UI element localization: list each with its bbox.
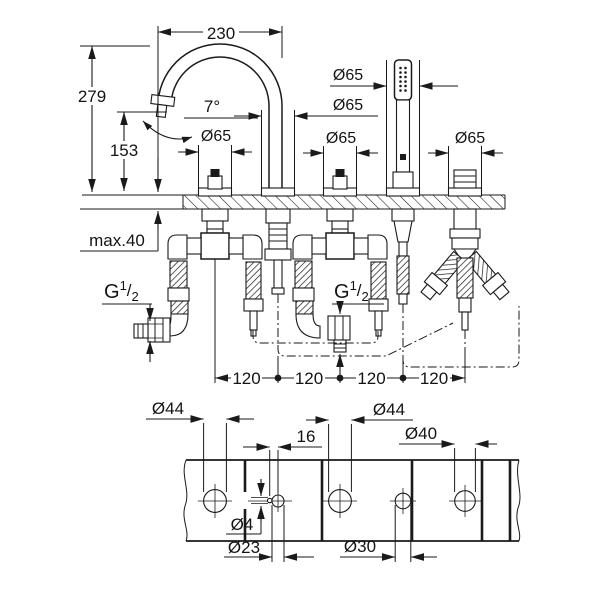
dim-hole-1: Ø44 <box>152 399 184 418</box>
dim-rosette-handle-left: Ø65 <box>201 128 231 145</box>
diverter-knob <box>453 169 477 189</box>
dim-hole-3: Ø44 <box>373 400 405 419</box>
hole-5 <box>449 485 481 517</box>
handle-left-stub <box>207 169 223 190</box>
dim-279-label: 279 <box>78 87 106 106</box>
hole-3 <box>323 484 357 518</box>
elevation-dimensions: 230 279 153 7° max.40 Ø65 Ø65 <box>72 23 503 388</box>
handshower-hose <box>391 208 415 305</box>
dim-spacing-1: 120 <box>232 369 260 388</box>
dim-hole-2: Ø23 <box>228 538 260 557</box>
dim-spacing-3: 120 <box>357 369 385 388</box>
valve-body-right <box>292 208 389 353</box>
dim-pilot-hole: Ø4 <box>231 515 254 534</box>
dim-hole-5: Ø40 <box>405 424 437 443</box>
dim-rosette-diverter: Ø65 <box>455 130 485 147</box>
valve-body-left <box>133 208 264 343</box>
dim-rosette-spout: Ø65 <box>333 97 363 114</box>
plan-dimensions: Ø44 Ø44 Ø40 16 Ø4 Ø23 <box>146 399 497 562</box>
deck-plan-view <box>183 459 521 542</box>
dim-spacing-2: 120 <box>295 369 323 388</box>
thread-label-left: G1/2 <box>104 278 139 304</box>
handshower-wand <box>392 59 414 189</box>
pilot-hole <box>266 497 273 504</box>
dim-pilot-offset: 16 <box>297 427 316 446</box>
dim-rosette-handshower: Ø65 <box>333 67 363 84</box>
hole-4 <box>390 488 416 514</box>
spray-dots <box>399 66 407 92</box>
deck-section-elevation <box>80 194 506 210</box>
dim-spacing-4: 120 <box>420 369 448 388</box>
dim-153-label: 153 <box>110 141 138 160</box>
handle-right-stub <box>332 169 348 190</box>
dim-deck-thickness-label: max.40 <box>89 231 145 250</box>
spout-shank <box>264 208 292 295</box>
dim-230-label: 230 <box>207 24 235 43</box>
spout <box>150 43 283 195</box>
spout-outlet <box>150 93 176 118</box>
hole-1 <box>198 484 232 518</box>
dim-hole-4: Ø30 <box>344 537 376 556</box>
thread-label-right: G1/2 <box>334 278 369 304</box>
dim-rosette-handle-right: Ø65 <box>326 130 356 147</box>
dim-angle-label: 7° <box>204 97 220 116</box>
diverter-body <box>420 208 510 331</box>
